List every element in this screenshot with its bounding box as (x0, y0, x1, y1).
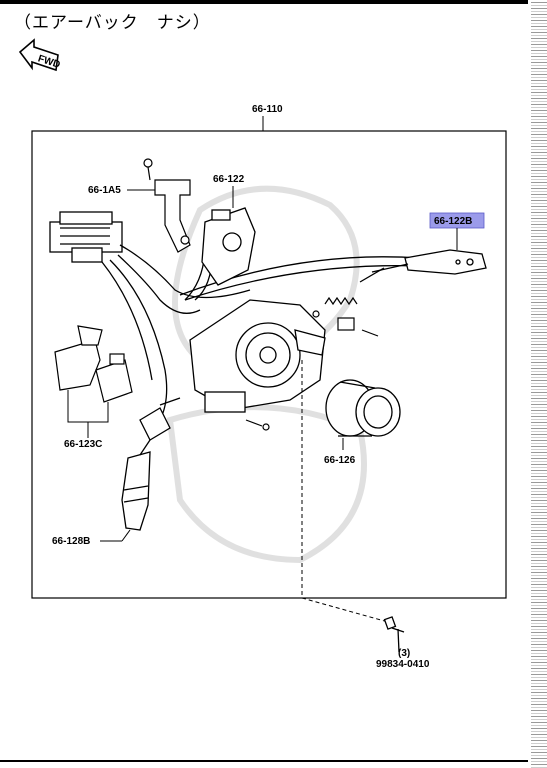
combination-switch-body (189, 299, 326, 413)
bracket-part (143, 158, 191, 253)
wiper-switch-body (201, 207, 256, 286)
page-edge-strip (531, 0, 547, 768)
callout-123c-label: 66-123C (64, 439, 102, 450)
callout-128b-label: 66-128B (52, 536, 90, 547)
watermark-crest-icon (166, 185, 367, 564)
wiring-harness (101, 244, 421, 421)
assembly-label: 66-110 (252, 104, 283, 115)
light-switch-lever (121, 397, 181, 531)
spring-part (324, 296, 358, 306)
wiper-lever (359, 249, 487, 283)
page-title: （エアーバック ナシ） (14, 13, 211, 33)
ball-part (312, 310, 320, 318)
callout-1a5-label: 66-1A5 (88, 185, 121, 196)
callout-122b-label: 66-122B (434, 216, 472, 227)
turn-switch-parts (54, 325, 133, 403)
top-border-rule (0, 0, 528, 4)
cam-part (337, 317, 379, 337)
callout-126-label: 66-126 (324, 455, 356, 466)
bolt-icon (383, 616, 405, 653)
callout-128b-leader-tip (121, 529, 131, 542)
callout-122-label: 66-122 (213, 174, 245, 185)
bolt-dashed-line (301, 597, 389, 623)
bolt-part-number: 99834-0410 (376, 659, 430, 670)
assembly-frame (31, 130, 507, 599)
rotary-connector (325, 379, 401, 437)
fwd-arrow-icon: FWD (18, 38, 62, 72)
connector-block (49, 211, 123, 263)
screw-part (245, 419, 270, 431)
bottom-border-rule (0, 760, 528, 762)
bolt-quantity: (3) (398, 648, 410, 659)
